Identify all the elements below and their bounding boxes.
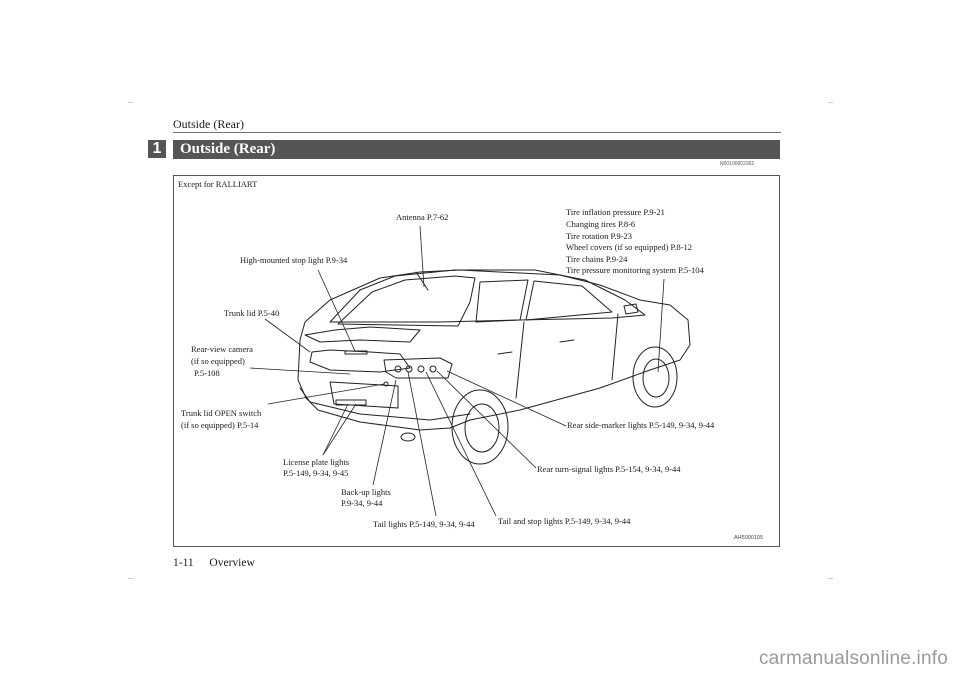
- label-tail-and-stop-lights: Tail and stop lights P.5-149, 9-34, 9-44: [498, 516, 631, 526]
- label-trunk-open-switch: Trunk lid OPEN switch: [181, 408, 262, 418]
- label-trunk-open-switch-page: (if so equipped) P.5-14: [181, 420, 259, 430]
- crop-mark: [128, 102, 133, 103]
- label-rear-view-camera-equipped: (if so equipped): [191, 356, 245, 366]
- label-tire-rotation: Tire rotation P.9-23: [566, 231, 633, 241]
- label-antenna: Antenna P.7-62: [396, 212, 449, 222]
- label-tail-lights: Tail lights P.5-149, 9-34, 9-44: [373, 519, 475, 529]
- label-tire-chains: Tire chains P.9-24: [566, 254, 628, 264]
- label-tire-inflation: Tire inflation pressure P.9-21: [566, 207, 665, 217]
- label-wheel-covers: Wheel covers (if so equipped) P.8-12: [566, 242, 693, 252]
- figure-caption: Except for RALLIART: [178, 179, 258, 189]
- label-rear-view-camera-page: P.5-108: [194, 368, 220, 378]
- figure-frame: [173, 175, 780, 547]
- label-tpms: Tire pressure monitoring system P.5-104: [566, 265, 704, 275]
- chapter-tab: 1: [148, 140, 166, 158]
- crop-mark: [128, 578, 133, 579]
- watermark[interactable]: carmanualsonline.info: [758, 648, 948, 669]
- label-back-up-lights-page: P.9-34, 9-44: [341, 498, 383, 508]
- label-rear-turn-signal: Rear turn-signal lights P.5-154, 9-34, 9…: [537, 464, 681, 474]
- figure-code: AH5000105: [734, 535, 764, 541]
- label-changing-tires: Changing tires P.8-6: [566, 219, 636, 229]
- section-ref-id: N00100602362: [720, 161, 755, 167]
- page-number: 1-11: [173, 557, 194, 569]
- crop-mark: [828, 102, 833, 103]
- label-high-mounted-stop-light: High-mounted stop light P.9-34: [240, 255, 348, 265]
- footer-chapter-name: Overview: [209, 557, 255, 569]
- label-license-plate-lights-page: P.5-149, 9-34, 9-45: [283, 468, 349, 478]
- running-header: Outside (Rear): [173, 117, 244, 131]
- page-footer: 1-11 Overview: [173, 557, 255, 569]
- section-title: Outside (Rear): [180, 141, 276, 157]
- label-rear-side-marker: Rear side-marker lights P.5-149, 9-34, 9…: [567, 420, 715, 430]
- header-rule: [173, 132, 781, 133]
- crop-mark: [828, 578, 833, 579]
- label-back-up-lights: Back-up lights: [341, 487, 391, 497]
- section-title-bar: [173, 140, 780, 159]
- label-trunk-lid: Trunk lid P.5-40: [224, 308, 280, 318]
- label-license-plate-lights: License plate lights: [283, 457, 350, 467]
- label-rear-view-camera: Rear-view camera: [191, 344, 253, 354]
